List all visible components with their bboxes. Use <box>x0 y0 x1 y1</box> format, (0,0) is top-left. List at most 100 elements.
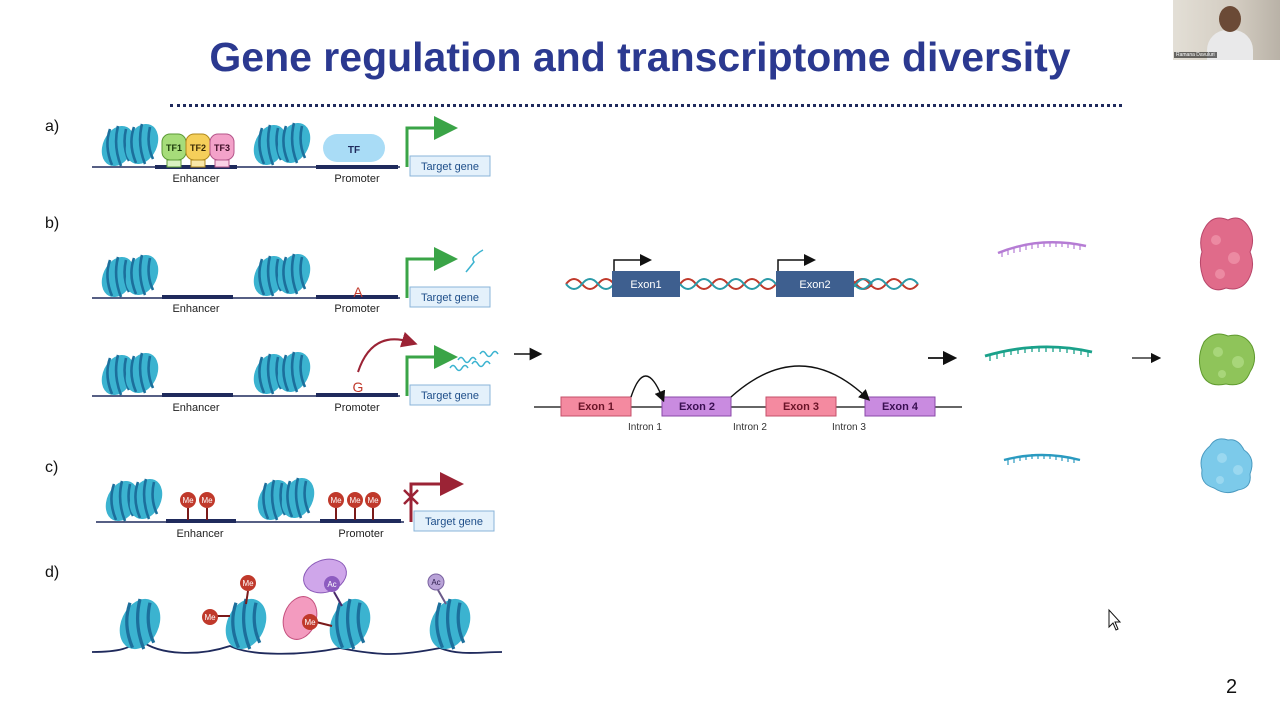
methyl-mark-icon: Me <box>328 492 344 520</box>
exon-3-box <box>765 396 837 417</box>
tf-icon: TF <box>323 134 385 162</box>
exon1-box <box>612 271 680 297</box>
target-gene-label: Target gene <box>421 161 479 173</box>
exon-2-label: Exon 2 <box>679 401 715 413</box>
blocked-transcription-arrow <box>409 472 464 522</box>
protein-isoform-icon <box>1200 438 1253 494</box>
enhancer-label: Enhancer <box>176 528 223 540</box>
tf3-label: TF3 <box>214 143 230 153</box>
methyl-mark-icon: Me <box>180 492 196 520</box>
enhanced-binding-arrow <box>357 331 418 373</box>
nucleosome-icon <box>96 119 165 172</box>
acetyl-mark-icon: Ac <box>427 573 447 605</box>
promoter-label: Promoter <box>334 173 380 185</box>
tf-label: TF <box>348 145 360 156</box>
intron-1-label: Intron 1 <box>628 422 662 433</box>
tf2-label: TF2 <box>190 143 206 153</box>
svg-text:Ac: Ac <box>431 578 440 587</box>
methyl-mark-icon: Me <box>365 492 381 520</box>
methyl-mark-icon: Me <box>240 575 256 605</box>
promoter-label: Promoter <box>334 402 380 414</box>
nucleosome-icon <box>248 347 317 400</box>
mrna-isoform-icon <box>984 345 1093 361</box>
nucleosome-icon <box>100 474 169 527</box>
exon-4-box <box>864 396 936 417</box>
svg-text:Me: Me <box>204 613 216 622</box>
splice-arc <box>730 365 871 401</box>
tss-arrow <box>777 254 816 271</box>
enhancer-label: Enhancer <box>172 173 219 185</box>
intron-3-label: Intron 3 <box>832 422 866 433</box>
mrna-isoform-icon <box>997 241 1087 257</box>
svg-text:Me: Me <box>242 579 254 588</box>
transcription-arrow <box>405 116 458 167</box>
svg-text:Me: Me <box>304 618 316 627</box>
panel-d: Me Me Me Ac Ac <box>91 558 503 658</box>
mrna-transcripts-icon <box>449 350 499 372</box>
exon2-box <box>776 271 854 297</box>
exon2-label: Exon2 <box>799 279 830 291</box>
tf2-icon: TF2 <box>185 133 211 168</box>
methyl-mark-icon: Me <box>347 492 363 520</box>
svg-text:Me: Me <box>367 496 379 505</box>
title-divider <box>170 104 1122 107</box>
reader-protein-pink-icon: Me <box>282 596 333 640</box>
svg-text:Me: Me <box>182 496 194 505</box>
slide-title: Gene regulation and transcriptome divers… <box>209 34 1071 80</box>
target-gene-box <box>409 286 491 308</box>
presenter-head <box>1219 6 1241 32</box>
tf1-icon: TF1 <box>161 133 187 168</box>
methyl-mark-icon: Me <box>202 609 230 625</box>
allele-g-label: G <box>353 379 364 395</box>
tf3-icon: TF3 <box>209 133 235 168</box>
nucleosome-icon <box>320 590 380 658</box>
exon1-label: Exon1 <box>630 279 661 291</box>
webcam-name-label: Ramana Davuluri <box>1174 52 1217 58</box>
panel-label-d: d) <box>45 564 60 581</box>
panel-label-a: a) <box>45 118 60 135</box>
enhancer-label: Enhancer <box>172 303 219 315</box>
block-x-icon <box>403 489 419 505</box>
reader-protein-purple-icon: Ac <box>303 558 347 607</box>
tss-arrow <box>613 254 652 271</box>
exon-2-box <box>661 396 732 417</box>
promoter-label: Promoter <box>334 303 380 315</box>
svg-text:Ac: Ac <box>327 580 336 589</box>
panel-label-c: c) <box>45 459 59 476</box>
methyl-mark-icon: Me <box>199 492 215 520</box>
transcription-arrow <box>405 247 458 298</box>
mrna-isoform-icon <box>1003 453 1081 465</box>
nucleosome-icon <box>110 590 170 658</box>
enhancer-label: Enhancer <box>172 402 219 414</box>
target-gene-box <box>409 155 491 177</box>
panel-label-b: b) <box>45 215 60 232</box>
allele-a-label: A <box>353 284 363 300</box>
nucleosome-icon <box>96 250 165 303</box>
nucleosome-icon <box>248 249 317 302</box>
exon-4-label: Exon 4 <box>882 401 919 413</box>
panel-a: TF1 TF2 TF3 TF Enhancer Promoter Target … <box>92 116 491 185</box>
target-gene-label: Target gene <box>421 390 479 402</box>
tf1-label: TF1 <box>166 143 182 153</box>
svg-text:Me: Me <box>201 496 213 505</box>
nucleosome-icon <box>252 473 321 526</box>
intron-2-label: Intron 2 <box>733 422 767 433</box>
protein-isoform-icon <box>1199 217 1254 291</box>
mouse-cursor-icon <box>1108 608 1122 631</box>
svg-text:Me: Me <box>349 496 361 505</box>
panel-c: Me Me Me Me Me Enhancer Promoter Target … <box>96 472 495 540</box>
exon-3-label: Exon 3 <box>783 401 819 413</box>
target-gene-label: Target gene <box>421 292 479 304</box>
nucleosome-icon <box>96 348 165 401</box>
nucleosome-icon <box>420 590 480 658</box>
target-gene-label: Target gene <box>425 516 483 528</box>
panel-b: A Enhancer Promoter Target gene G Enhanc… <box>92 217 1256 494</box>
splice-arc <box>630 375 666 403</box>
webcam-thumbnail[interactable]: Ramana Davuluri <box>1173 0 1280 60</box>
protein-isoform-icon <box>1198 333 1256 386</box>
target-gene-box <box>413 510 495 532</box>
exon-1-label: Exon 1 <box>578 401 614 413</box>
svg-text:Me: Me <box>330 496 342 505</box>
transcription-arrow <box>405 345 458 396</box>
